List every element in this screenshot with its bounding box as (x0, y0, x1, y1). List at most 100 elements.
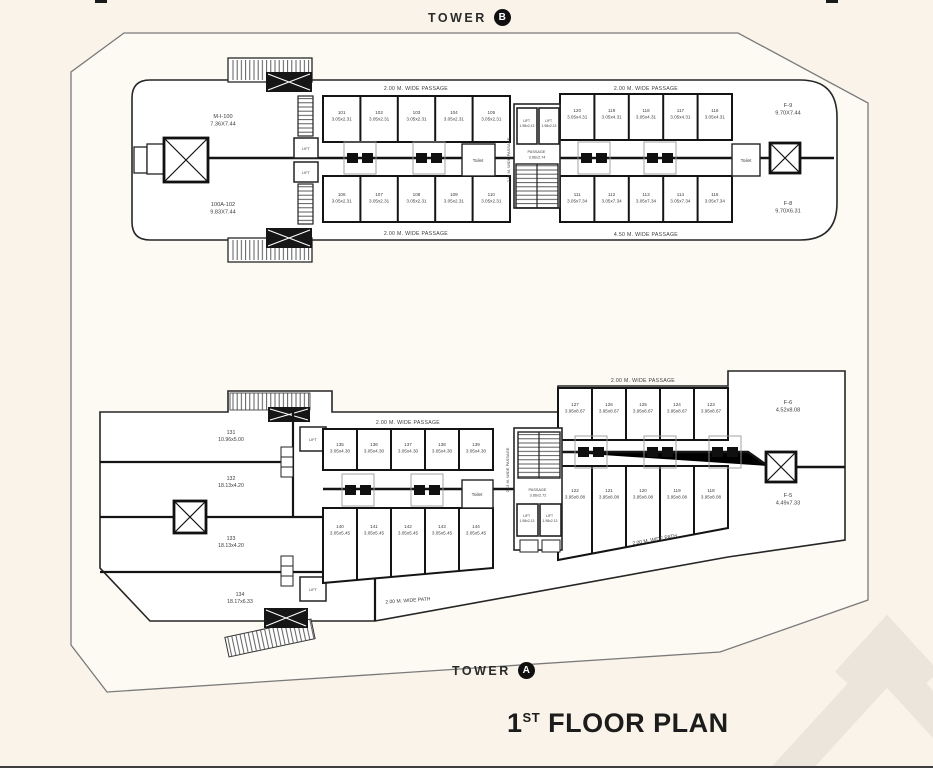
toilet-label: Toilet (473, 158, 484, 163)
tower-b-lobby (146, 143, 165, 175)
passage-label: 2.00 M. WIDE PASSAGE (384, 231, 448, 237)
tower-a-bottom-stairs (224, 608, 316, 658)
tower-b-side-shaft-top: LIFT (293, 95, 319, 159)
top-right-tick (826, 0, 838, 3)
door-cluster (577, 141, 611, 175)
side-lift-label: LIFT (302, 171, 310, 175)
unit-row (322, 507, 494, 585)
tower-a-text: TOWER (452, 663, 511, 678)
title-text: FLOOR PLAN (540, 708, 729, 738)
tower-a-shaft-symbols (280, 446, 294, 587)
core-passage-label: PASSAGE 3.66x2.74 (528, 150, 547, 160)
lift-label: LIFT 1.98x2.13 (520, 119, 535, 128)
lift-label: LIFT 1.98x2.13 (542, 119, 557, 128)
tower-a-side-lift-top: LIFT (299, 426, 327, 452)
tower-a-title: TOWER A (452, 662, 535, 679)
passage-label: 4.50 M. WIDE PASSAGE (614, 232, 678, 238)
unit-row (557, 387, 729, 441)
toilet-label: Toilet (741, 158, 752, 163)
unit-row (322, 428, 494, 471)
passage-label: 2.00 M. WIDE PASSAGE (614, 86, 678, 92)
tower-a-top-stairs (229, 392, 311, 422)
side-passage-label: 2.13 M. WIDE PASSAGE (505, 447, 510, 492)
bottom-rule (0, 766, 933, 768)
path-label: 2.00 M. WIDE PATH (385, 596, 431, 605)
tower-b-side-shaft-bottom: LIFT (293, 161, 319, 225)
door-cluster (341, 473, 375, 507)
door-cluster (410, 473, 444, 507)
side-lift-label: LIFT (309, 438, 317, 442)
lift-shaft-x (764, 450, 798, 484)
door-cluster (643, 435, 677, 469)
core-passage-label: PASSAGE 3.66x2.72 (529, 488, 548, 498)
side-lift-label: LIFT (302, 147, 310, 151)
tower-b-badge: B (493, 9, 511, 26)
unit-row (322, 175, 511, 223)
side-lift-label: LIFT (309, 588, 317, 592)
door-cluster (343, 141, 377, 175)
tower-a-badge: A (517, 662, 535, 679)
passage-label: 2.00 M. WIDE PASSAGE (611, 378, 675, 384)
watermark-chevrons (771, 614, 933, 768)
lift-shaft-x (172, 499, 208, 535)
passage-label: 2.00 M. WIDE PASSAGE (384, 86, 448, 92)
tower-b-top-stairs (227, 57, 313, 92)
page-title: 1ST FLOOR PLAN (507, 708, 729, 739)
unit-row (559, 175, 733, 223)
door-cluster (643, 141, 677, 175)
lift-shaft-x (162, 136, 210, 184)
side-passage-label: 2.13 M. WIDE PASSAGE (506, 137, 511, 182)
lift-label: LIFT 1.98x2.13 (520, 514, 535, 523)
title-number: 1 (507, 708, 523, 738)
title-ordinal: ST (522, 710, 541, 725)
lift-label: LIFT 1.98x2.13 (543, 514, 558, 523)
